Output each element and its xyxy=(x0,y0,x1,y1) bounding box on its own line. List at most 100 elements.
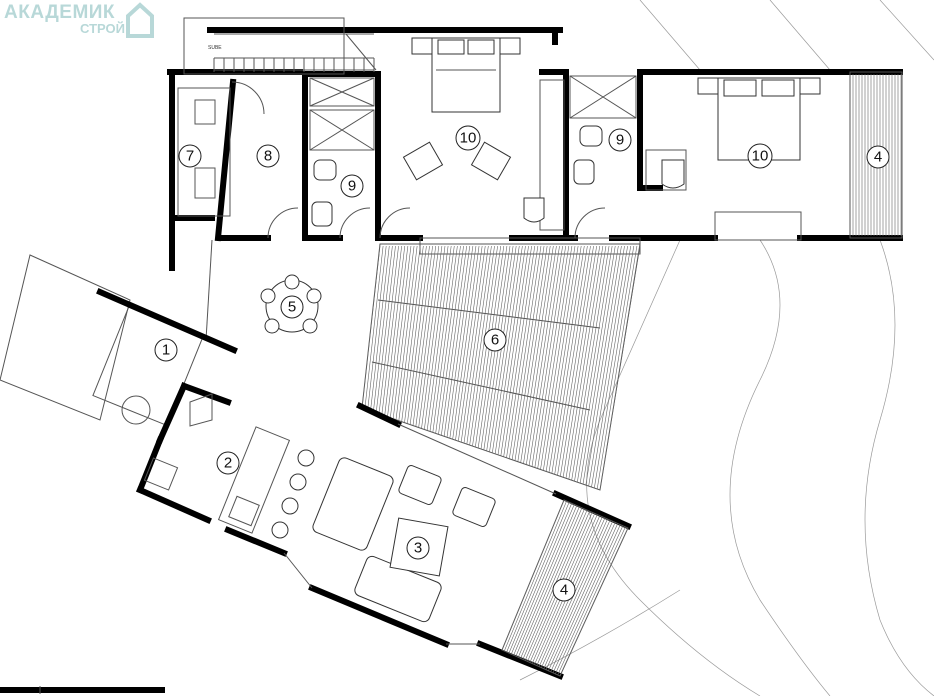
hatch-line xyxy=(432,245,458,433)
hatch-line xyxy=(594,245,635,489)
svg-text:9: 9 xyxy=(616,132,624,149)
room-label-3: 3 xyxy=(406,536,430,560)
svg-text:5: 5 xyxy=(288,299,296,316)
hatch-line xyxy=(554,245,591,475)
svg-text:3: 3 xyxy=(414,540,422,557)
hatch-line xyxy=(418,245,443,428)
hatch-line xyxy=(392,245,415,419)
hatch-line xyxy=(460,245,489,443)
hatch-line xyxy=(390,245,412,418)
hatch-line xyxy=(509,245,542,459)
hatch-line xyxy=(599,245,641,491)
hatch-line xyxy=(455,245,483,441)
hatch-line xyxy=(497,245,529,455)
hatch-line xyxy=(463,245,492,444)
living-pavilion-details xyxy=(143,393,557,645)
logo: АКАДЕМИК СТРОЙ xyxy=(4,2,164,42)
hatch-line xyxy=(559,527,629,677)
hatch-line xyxy=(548,245,585,473)
room-label-5: 5 xyxy=(280,295,304,319)
svg-text:8: 8 xyxy=(264,148,272,165)
hatch-line xyxy=(381,245,402,415)
hatch-line xyxy=(515,506,580,657)
hatch-line xyxy=(531,245,567,467)
hatch-line xyxy=(395,245,418,420)
hatch-line xyxy=(511,504,575,655)
hatch-line xyxy=(364,245,384,410)
svg-text:4: 4 xyxy=(874,149,882,166)
hatch-line xyxy=(548,522,616,671)
central-deck xyxy=(361,243,641,491)
logo-house-icon xyxy=(126,2,154,38)
room-label-10-left: 10 xyxy=(455,125,481,151)
hatch-line xyxy=(568,245,607,480)
hatch-line xyxy=(458,245,486,442)
hatch-line xyxy=(511,245,545,460)
hatch-line xyxy=(551,245,588,474)
hatch-line xyxy=(517,245,551,462)
svg-text:1: 1 xyxy=(162,342,170,359)
hatch-line xyxy=(534,245,570,468)
hatch-line xyxy=(441,245,467,436)
hatch-line xyxy=(426,245,452,431)
hatch-line xyxy=(577,245,616,483)
svg-text:4: 4 xyxy=(560,582,568,599)
hatch-line xyxy=(596,245,638,490)
logo-text: АКАДЕМИК xyxy=(4,2,116,23)
hatch-line xyxy=(550,523,619,672)
hatch-line xyxy=(523,245,557,464)
hatch-line xyxy=(378,245,399,414)
hatch-line xyxy=(571,245,610,481)
hatch-line xyxy=(537,245,573,469)
hatch-line xyxy=(500,245,532,456)
hatch-line xyxy=(540,245,576,470)
staircase xyxy=(213,33,377,72)
hatch-line xyxy=(574,245,613,482)
hatch-line xyxy=(591,245,632,488)
hatch-line xyxy=(585,245,625,486)
entry-carport xyxy=(0,254,238,427)
hatch-line xyxy=(565,245,604,479)
hatch-line xyxy=(560,245,597,477)
bedroom-1-furniture xyxy=(402,37,545,223)
svg-text:10: 10 xyxy=(752,148,769,165)
hatch-line xyxy=(407,245,430,424)
hatch-line xyxy=(345,33,377,71)
hatch-line xyxy=(412,245,437,426)
hatch-line xyxy=(387,245,409,417)
hatch-line xyxy=(435,245,461,434)
hatch-line xyxy=(438,245,464,435)
hatch-line xyxy=(446,245,474,438)
upper-wing-walls xyxy=(167,27,903,271)
hatch-line xyxy=(375,245,396,413)
hatch-line xyxy=(415,245,440,427)
room-label-1: 1 xyxy=(154,338,178,362)
hatch-line xyxy=(543,520,611,669)
hatch-line xyxy=(555,525,624,675)
room-label-8: 8 xyxy=(256,144,280,168)
hatch-line xyxy=(545,245,582,472)
upper-wing-details xyxy=(177,17,802,255)
hatch-line xyxy=(398,245,421,421)
hatch-line xyxy=(528,245,563,466)
hatch-line xyxy=(552,524,621,674)
hatch-line xyxy=(543,245,579,471)
hatch-line xyxy=(452,245,480,440)
dining-set xyxy=(205,239,322,341)
svg-text:7: 7 xyxy=(186,148,194,165)
hatch-line xyxy=(421,245,446,429)
hatch-line xyxy=(409,245,433,425)
hatch-line xyxy=(449,245,477,439)
room-label-2: 2 xyxy=(216,451,240,475)
hatch-line xyxy=(520,245,554,463)
hatch-line xyxy=(517,507,583,658)
hatch-line xyxy=(489,245,520,452)
svg-text:6: 6 xyxy=(491,332,499,349)
hatch-line xyxy=(545,521,613,670)
hatch-line xyxy=(508,503,572,654)
hatch-line xyxy=(562,245,601,478)
hatch-line xyxy=(361,245,381,409)
hatch-line xyxy=(514,245,548,461)
room-label-9-right: 9 xyxy=(608,128,632,152)
